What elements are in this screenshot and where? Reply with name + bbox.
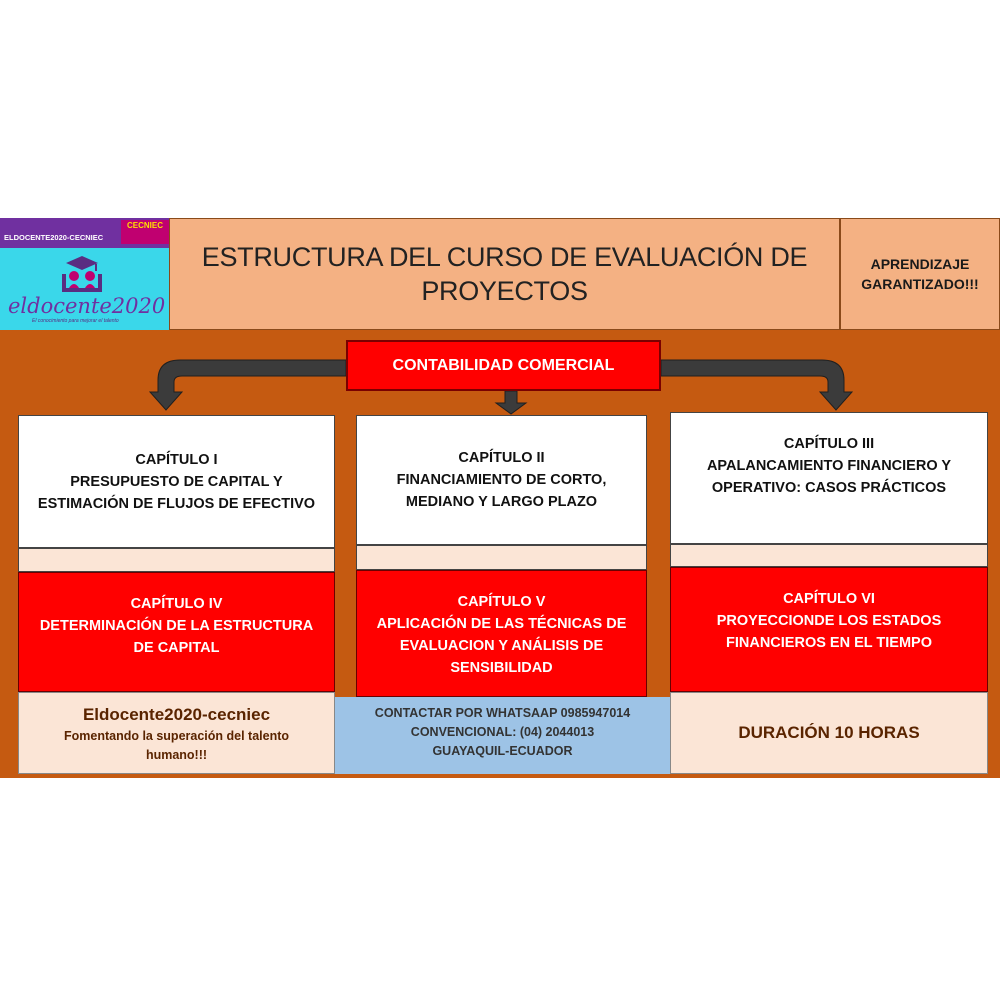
contact-panel: CONTACTAR POR WHATSAAP 0985947014 CONVEN… bbox=[335, 697, 670, 774]
chapter-1-box: CAPÍTULO I PRESUPUESTO DE CAPITAL Y ESTI… bbox=[18, 415, 335, 548]
chapter-6-text: CAPÍTULO VI PROYECCIONDE LOS ESTADOS FIN… bbox=[716, 591, 942, 651]
chapter-2-text: CAPÍTULO II FINANCIAMIENTO DE CORTO, MED… bbox=[396, 450, 607, 510]
guarantee-panel: APRENDIZAJE GARANTIZADO!!! bbox=[840, 218, 1000, 330]
chapter-5-box: CAPÍTULO V APLICACIÓN DE LAS TÉCNICAS DE… bbox=[356, 570, 647, 697]
connector-arrows bbox=[148, 359, 854, 415]
brand-panel: Eldocente2020-cecniec Fomentando la supe… bbox=[18, 692, 335, 774]
logo-name: eldocente2020 bbox=[8, 294, 166, 318]
duration-label: DURACIÓN 10 HORAS bbox=[738, 723, 920, 742]
chapter-5-text: CAPÍTULO V APLICACIÓN DE LAS TÉCNICAS DE… bbox=[376, 594, 627, 676]
down-arrow-icon bbox=[494, 390, 528, 415]
contact-location: GUAYAQUIL-ECUADOR bbox=[432, 744, 573, 758]
contact-whatsapp: CONTACTAR POR WHATSAAP 0985947014 bbox=[374, 706, 631, 720]
chapter-6-box: CAPÍTULO VI PROYECCIONDE LOS ESTADOS FIN… bbox=[670, 567, 988, 692]
title-panel: ESTRUCTURA DEL CURSO DE EVALUACIÓN DE PR… bbox=[169, 218, 840, 330]
graduation-people-icon bbox=[62, 256, 102, 292]
chapter-3-box: CAPÍTULO III APALANCAMIENTO FINANCIERO Y… bbox=[670, 412, 988, 544]
divider-strip bbox=[18, 548, 335, 572]
divider-strip bbox=[670, 544, 988, 567]
right-arrow-icon bbox=[660, 359, 854, 411]
brand-name: Eldocente2020-cecniec bbox=[82, 705, 271, 724]
chapter-4-text: CAPÍTULO IV DETERMINACIÓN DE LA ESTRUCTU… bbox=[39, 596, 314, 656]
left-arrow-icon bbox=[148, 359, 347, 411]
brand-slogan: Fomentando la superación del talento hum… bbox=[63, 729, 290, 762]
logo: ELDOCENTE2020-CECNIEC CECNIEC eldocente2… bbox=[0, 218, 169, 330]
divider-strip bbox=[356, 545, 647, 570]
page-title: ESTRUCTURA DEL CURSO DE EVALUACIÓN DE PR… bbox=[201, 242, 808, 306]
logo-tagline: El conocimiento para mejorar el talento bbox=[32, 318, 119, 324]
logo-badge: CECNIEC bbox=[121, 220, 169, 244]
duration-panel: DURACIÓN 10 HORAS bbox=[670, 692, 988, 774]
chapter-3-text: CAPÍTULO III APALANCAMIENTO FINANCIERO Y… bbox=[706, 436, 952, 496]
guarantee-label: APRENDIZAJE GARANTIZADO!!! bbox=[861, 256, 979, 292]
root-label: CONTABILIDAD COMERCIAL bbox=[392, 356, 615, 374]
logo-top-text: ELDOCENTE2020-CECNIEC bbox=[4, 233, 104, 242]
root-node: CONTABILIDAD COMERCIAL bbox=[346, 340, 661, 391]
contact-landline: CONVENCIONAL: (04) 2044013 bbox=[410, 725, 595, 739]
chapter-2-box: CAPÍTULO II FINANCIAMIENTO DE CORTO, MED… bbox=[356, 415, 647, 545]
chapter-1-text: CAPÍTULO I PRESUPUESTO DE CAPITAL Y ESTI… bbox=[37, 451, 316, 512]
chapter-4-box: CAPÍTULO IV DETERMINACIÓN DE LA ESTRUCTU… bbox=[18, 572, 335, 692]
